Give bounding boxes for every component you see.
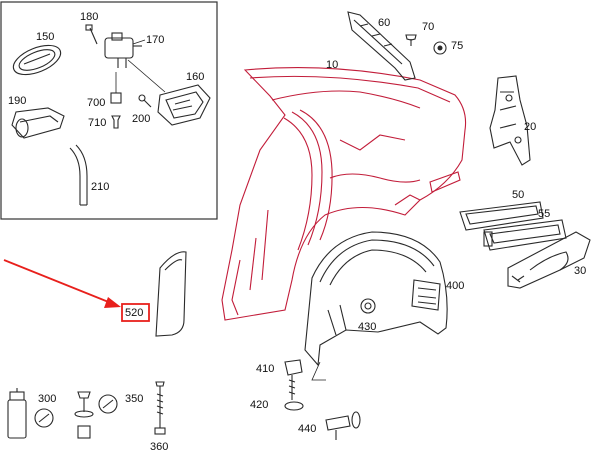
label-200: 200	[132, 113, 150, 125]
label-75: 75	[451, 40, 463, 52]
label-70: 70	[422, 21, 434, 33]
label-420: 420	[250, 399, 268, 411]
label-150: 150	[36, 31, 54, 43]
label-440: 440	[298, 423, 316, 435]
fuel-flap-part[interactable]	[9, 40, 64, 81]
highlight-box-520	[121, 303, 150, 322]
actuator-170-part[interactable]	[104, 32, 142, 68]
label-50: 50	[512, 189, 524, 201]
screw-180-part[interactable]	[85, 24, 98, 45]
label-300: 300	[38, 393, 56, 405]
label-20: 20	[524, 121, 536, 133]
wheelarch-liner-400-part[interactable]	[304, 231, 448, 367]
label-160: 160	[186, 71, 204, 83]
upper-rail-60-part[interactable]	[347, 11, 416, 81]
bolt-360-part[interactable]	[154, 381, 166, 435]
label-170: 170	[146, 34, 164, 46]
clip-410-part[interactable]	[284, 359, 303, 400]
label-430: 430	[358, 321, 376, 333]
label-190: 190	[8, 95, 26, 107]
label-30: 30	[574, 265, 586, 277]
lower-panel-30-part[interactable]	[507, 231, 591, 289]
tool-icon-350	[98, 394, 118, 414]
screw-350-part[interactable]	[74, 391, 94, 439]
fuel-cap-190-part[interactable]	[11, 107, 65, 139]
screw-70-part[interactable]	[405, 34, 417, 46]
label-410: 410	[256, 363, 274, 375]
rivet-440-part[interactable]	[325, 411, 361, 440]
nut-75-part[interactable]	[433, 41, 447, 55]
label-700: 700	[87, 97, 105, 109]
filler-housing-160-part[interactable]	[127, 59, 211, 126]
seal-55-part[interactable]	[483, 219, 567, 251]
grommet-430-part[interactable]	[360, 298, 376, 314]
trim-panel-520-part[interactable]	[155, 251, 187, 337]
gasket-50-part[interactable]	[459, 201, 544, 231]
label-710: 710	[88, 117, 106, 129]
label-10: 10	[326, 59, 338, 71]
label-520: 520	[125, 307, 143, 319]
label-60: 60	[378, 17, 390, 29]
inset-frame	[0, 1, 218, 220]
hose-210-part[interactable]	[69, 144, 88, 206]
adhesive-bottle-300-part[interactable]	[7, 388, 27, 439]
bolt-200-part[interactable]	[138, 94, 152, 108]
label-55: 55	[538, 208, 550, 220]
part-710[interactable]	[111, 115, 121, 129]
bracket-20-part[interactable]	[489, 75, 531, 166]
rear-side-panel[interactable]	[221, 67, 467, 321]
tool-icon-300	[34, 408, 54, 428]
label-400: 400	[446, 280, 464, 292]
label-210: 210	[91, 181, 109, 193]
label-360: 360	[150, 441, 168, 453]
highlight-arrow	[3, 259, 121, 308]
washer-420-part[interactable]	[284, 401, 304, 411]
part-700[interactable]	[110, 72, 122, 104]
label-350: 350	[125, 393, 143, 405]
label-180: 180	[80, 11, 98, 23]
